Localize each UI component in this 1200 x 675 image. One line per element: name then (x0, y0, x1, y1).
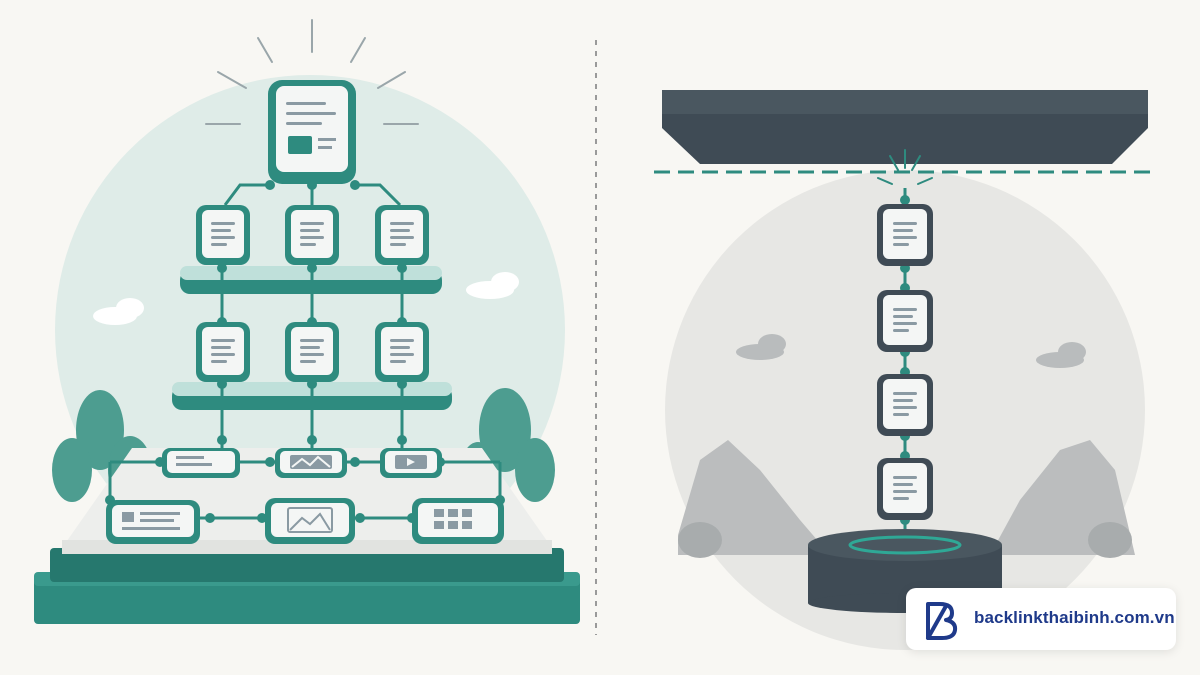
ceiling-slab (662, 90, 1148, 164)
brand-domain-text: backlinkthaibinh.com.vn (974, 608, 1175, 627)
stylized-b-logo-icon (926, 602, 958, 640)
brand-badge[interactable]: backlinkthaibinh.com.vn (906, 588, 1176, 650)
tier2-document-icons (196, 322, 429, 382)
tier1-document-icons (196, 205, 429, 265)
vertical-chain (877, 188, 933, 543)
impact-rays (877, 149, 933, 185)
top-document-icon (268, 80, 356, 184)
base-content-cards (106, 448, 504, 544)
pyramid-diagram (34, 80, 580, 624)
